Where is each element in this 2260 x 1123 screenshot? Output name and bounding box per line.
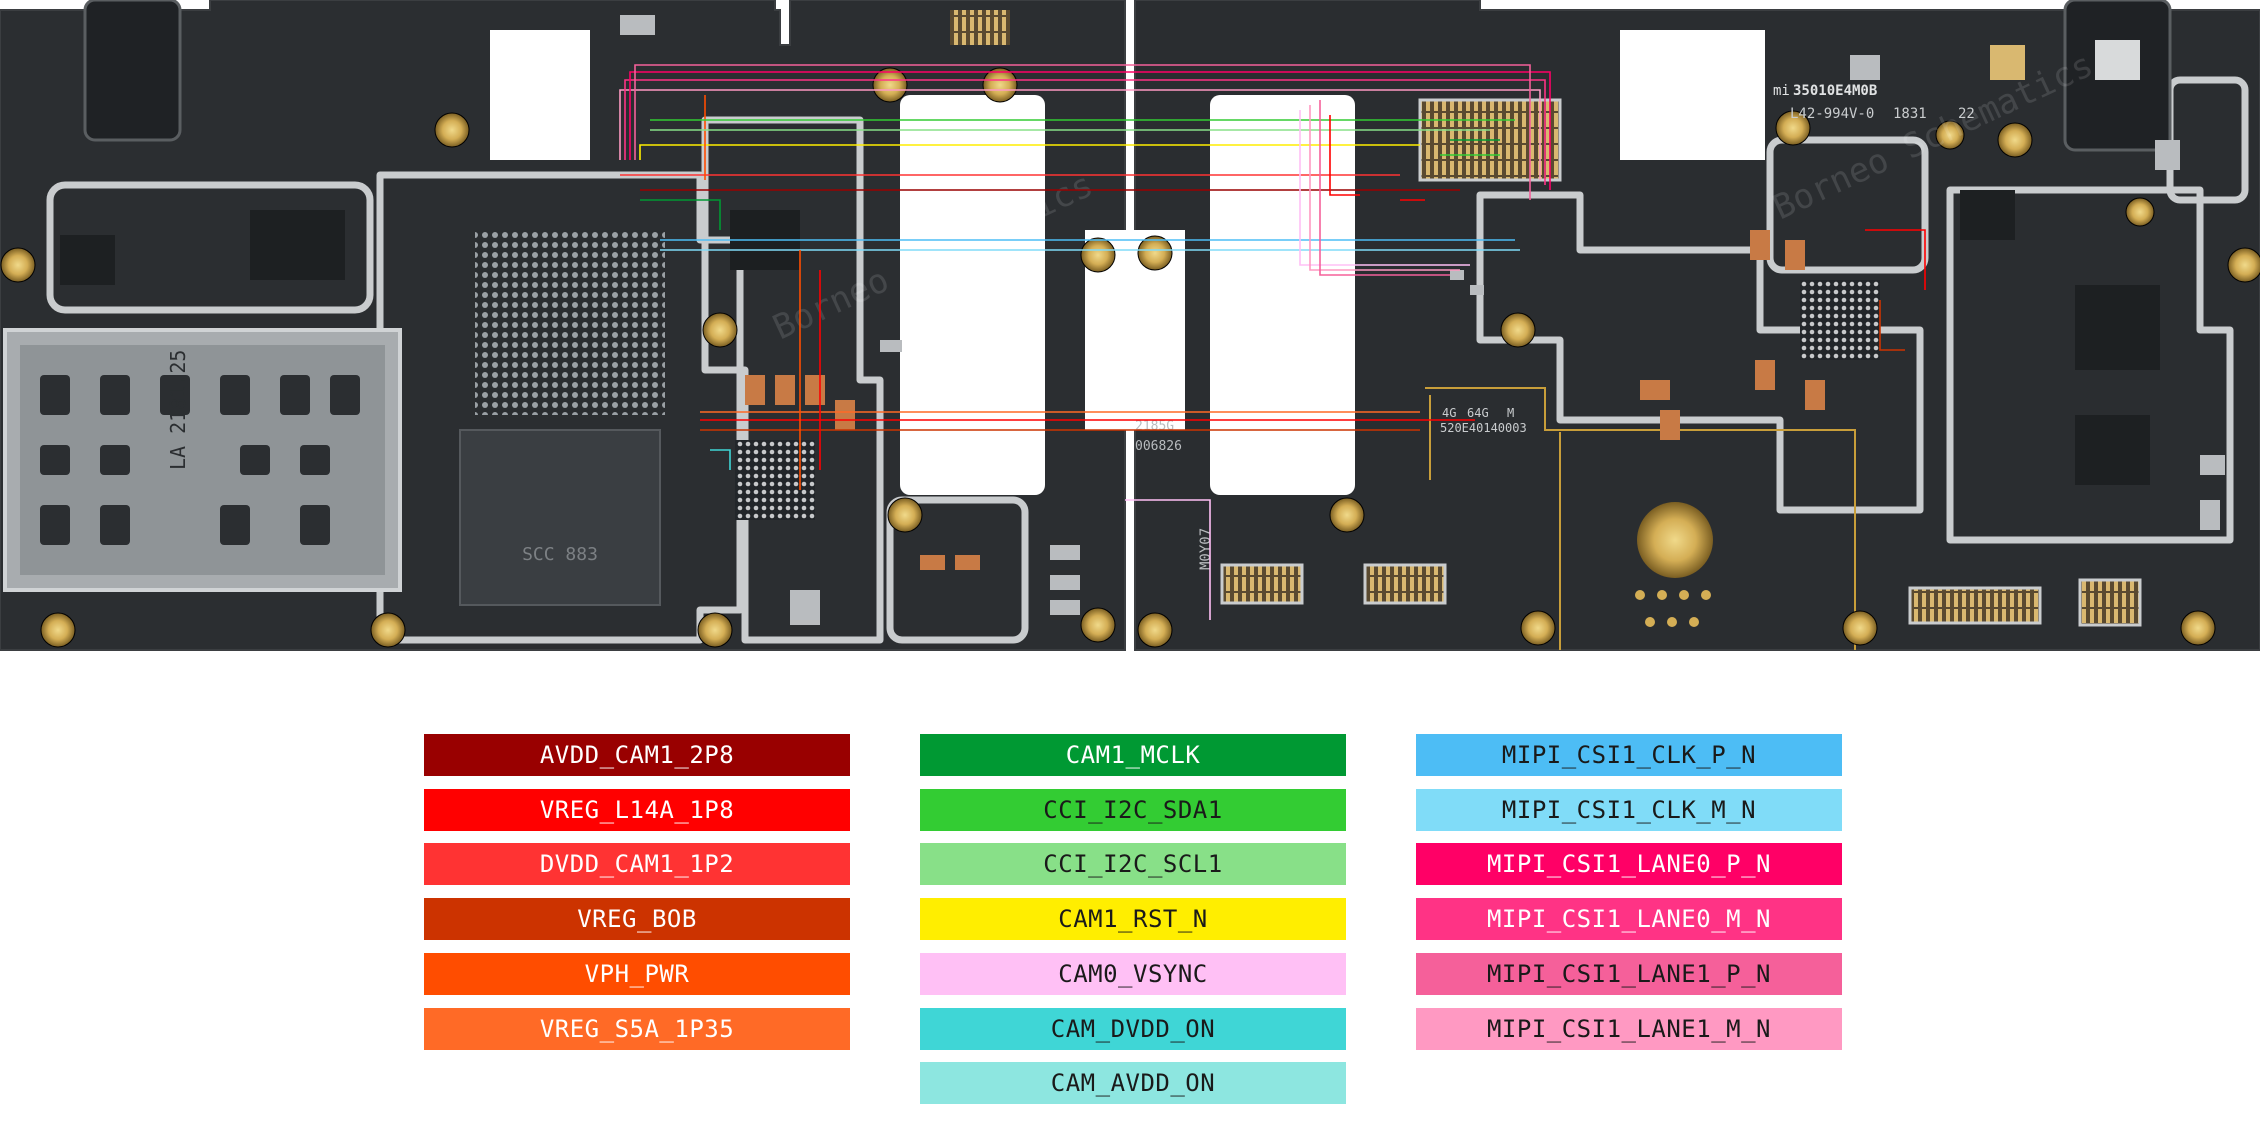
legend-chip: AVDD_CAM1_2P8 xyxy=(424,734,850,776)
right-label-8: 520E40140003 xyxy=(1440,421,1527,435)
cpu-bga xyxy=(475,230,665,415)
legend-label: MIPI_CSI1_CLK_P_N xyxy=(1501,741,1757,769)
legend-chip: CAM1_RST_N xyxy=(920,898,1346,941)
sim-tray: LA 2181.25 xyxy=(3,328,402,592)
legend-label: CAM1_MCLK xyxy=(1065,741,1201,769)
right-label-3: 1831 xyxy=(1893,106,1927,122)
legend-label: CAM1_RST_N xyxy=(1058,905,1208,934)
right-label-7: M xyxy=(1507,406,1514,420)
legend-label: CAM0_VSYNC xyxy=(1058,959,1208,988)
legend-label: MIPI_CSI1_CLK_M_N xyxy=(1501,795,1757,824)
legend-chip: MIPI_CSI1_CLK_M_N xyxy=(1416,788,1842,831)
legend-chip: CAM_DVDD_ON xyxy=(920,1007,1346,1050)
battery-pad xyxy=(1637,502,1713,578)
legend-label: DVDD_CAM1_1P2 xyxy=(539,850,735,879)
right-label-5: 4G xyxy=(1442,406,1456,420)
legend-chip: CAM1_MCLK xyxy=(920,734,1346,776)
legend-label: AVDD_CAM1_2P8 xyxy=(539,741,735,769)
right-board xyxy=(1134,0,2260,651)
mi-logo: mi xyxy=(1773,83,1790,99)
left-label-3: 006826 xyxy=(1135,439,1182,454)
right-label-1: 35010E4M0B xyxy=(1793,83,1877,99)
right-label-6: 64G xyxy=(1467,406,1489,420)
legend-label: MIPI_CSI1_LANE1_M_N xyxy=(1486,1014,1772,1043)
legend-label: VREG_L14A_1P8 xyxy=(539,795,735,824)
legend-chip: CCI_I2C_SCL1 xyxy=(920,843,1346,886)
signal-traces xyxy=(619,64,1926,620)
legend-chip: MIPI_CSI1_CLK_P_N xyxy=(1416,734,1842,776)
legend-label: CCI_I2C_SDA1 xyxy=(1043,795,1223,824)
legend-chip: VREG_BOB xyxy=(424,898,850,941)
legend-label: VREG_S5A_1P35 xyxy=(539,1014,735,1043)
legend-label: CAM_AVDD_ON xyxy=(1050,1069,1216,1098)
legend-chip: MIPI_CSI1_LANE1_M_N xyxy=(1416,1007,1842,1050)
legend-label: MIPI_CSI1_LANE0_P_N xyxy=(1486,850,1772,879)
legend-label: MIPI_CSI1_LANE0_M_N xyxy=(1486,905,1772,934)
legend-chip: CAM_AVDD_ON xyxy=(920,1062,1346,1105)
right-label-4: 22 xyxy=(1958,106,1975,122)
legend-label: CCI_I2C_SCL1 xyxy=(1043,850,1223,879)
legend-chip: DVDD_CAM1_1P2 xyxy=(424,843,850,886)
left-label-2: 2185G xyxy=(1135,419,1174,434)
legend-chip: MIPI_CSI1_LANE0_P_N xyxy=(1416,843,1842,886)
memory-marking: SCC 883 xyxy=(522,544,598,565)
legend-chip: VPH_PWR xyxy=(424,952,850,995)
legend-chip: CCI_I2C_SDA1 xyxy=(920,788,1346,831)
pcb-board-illustration: LA 2181.25 SCC 883 xyxy=(0,0,2260,651)
legend-label: CAM_DVDD_ON xyxy=(1050,1014,1216,1043)
legend-chip: MIPI_CSI1_LANE1_P_N xyxy=(1416,952,1842,995)
legend-chip: CAM0_VSYNC xyxy=(920,952,1346,995)
legend-label: VPH_PWR xyxy=(584,959,690,988)
right-label-2: L42-994V-0 xyxy=(1790,106,1874,122)
legend-chip: MIPI_CSI1_LANE0_M_N xyxy=(1416,898,1842,941)
legend-label: VREG_BOB xyxy=(577,905,697,934)
left-label-4: M0Y07 xyxy=(1198,528,1214,570)
legend-chip: VREG_S5A_1P35 xyxy=(424,1007,850,1050)
sim-marking: LA 2181.25 xyxy=(166,350,190,470)
memory-chip xyxy=(459,429,661,606)
legend-chip: VREG_L14A_1P8 xyxy=(424,788,850,831)
legend-label: MIPI_CSI1_LANE1_P_N xyxy=(1486,959,1772,988)
